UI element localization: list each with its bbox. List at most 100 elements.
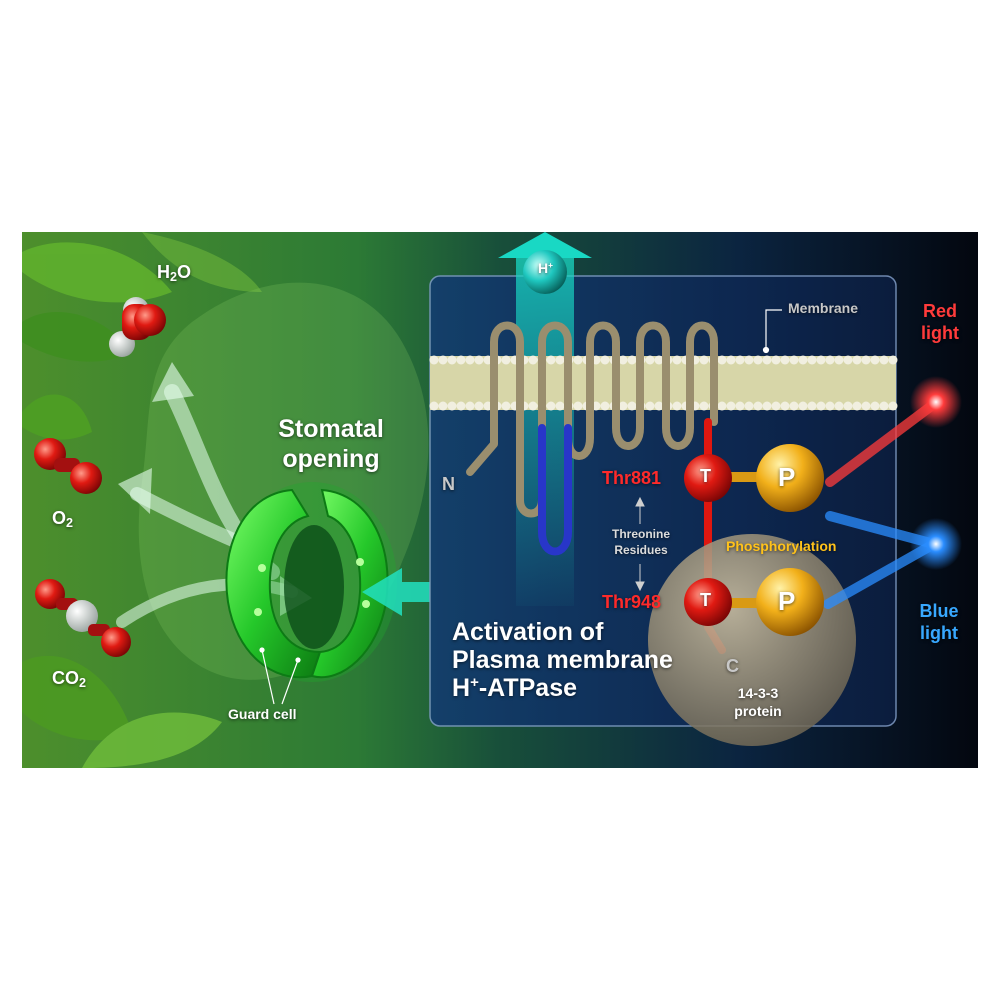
lipid-head	[618, 401, 628, 411]
red-light-source-icon	[910, 376, 962, 428]
lipid-head	[456, 401, 466, 411]
lipid-head	[699, 355, 709, 365]
lipid-head	[735, 355, 745, 365]
lipid-head	[672, 401, 682, 411]
lipid-head	[429, 355, 439, 365]
lipid-head	[429, 401, 439, 411]
lipid-head	[780, 355, 790, 365]
lipid-head	[654, 355, 664, 365]
phosphate-2-icon	[756, 568, 824, 636]
lipid-head	[726, 355, 736, 365]
diagram-artwork	[22, 232, 978, 768]
lipid-head	[852, 401, 862, 411]
lipid-head	[762, 401, 772, 411]
lipid-head	[546, 401, 556, 411]
lipid-head	[825, 401, 835, 411]
atpase-blue-loop	[538, 424, 572, 556]
lipid-head	[501, 355, 511, 365]
diagram-stage: H2O O2 CO2 Stomatal opening Guard cell H…	[22, 232, 978, 768]
lipid-head	[447, 401, 457, 411]
lipid-head	[834, 355, 844, 365]
guard-cell-icon	[225, 482, 397, 682]
lipid-head	[645, 355, 655, 365]
leaves-decoration	[22, 232, 262, 768]
o2-label: O2	[52, 508, 74, 531]
lipid-head	[861, 355, 871, 365]
lipid-head	[861, 401, 871, 411]
lipid-head	[798, 355, 808, 365]
lipid-head	[807, 355, 817, 365]
lipid-head	[753, 401, 763, 411]
lipid-head	[438, 355, 448, 365]
co2-label: CO2	[52, 668, 87, 691]
lipid-head	[735, 401, 745, 411]
lipid-head	[771, 355, 781, 365]
proton-icon	[523, 250, 567, 294]
lipid-head	[789, 355, 799, 365]
thr948-t-label: T	[700, 590, 711, 610]
threonine-residues-label: Threonine Residues	[611, 527, 670, 557]
lipid-head	[717, 401, 727, 411]
phosphorylation-label: Phosphorylation	[726, 538, 837, 554]
thr948-label: Thr948	[602, 592, 662, 612]
lipid-head	[438, 401, 448, 411]
phosphate-1-p-label: P	[778, 462, 796, 492]
lipid-head	[753, 355, 763, 365]
lipid-head	[501, 401, 511, 411]
thr881-residue-icon	[684, 454, 732, 502]
stomatal-opening-title: Stomatal opening	[278, 415, 384, 473]
lipid-head	[672, 355, 682, 365]
lipid-head	[546, 355, 556, 365]
lipid-head	[699, 401, 709, 411]
lipid-head	[825, 355, 835, 365]
lipid-head	[627, 355, 637, 365]
thr881-label: Thr881	[602, 468, 662, 488]
lipid-head	[528, 355, 538, 365]
lipid-head	[474, 401, 484, 411]
proton-label: H+	[538, 259, 554, 276]
lipid-head	[726, 401, 736, 411]
lipid-head	[627, 401, 637, 411]
lipid-head	[888, 401, 898, 411]
h2o-label: H2O	[157, 262, 192, 285]
lipid-head	[600, 401, 610, 411]
lipid-head	[879, 401, 889, 411]
thr948-residue-icon	[684, 578, 732, 626]
lipid-head	[744, 401, 754, 411]
lipid-head	[879, 355, 889, 365]
lipid-head	[744, 355, 754, 365]
lipid-head	[834, 401, 844, 411]
thr881-t-label: T	[700, 466, 711, 486]
guard-cell-label: Guard cell	[228, 706, 297, 722]
red-light-label: Red light	[921, 301, 959, 343]
lipid-head	[870, 355, 880, 365]
c-terminus-label: C	[726, 656, 739, 676]
lipid-head	[870, 401, 880, 411]
lipid-head	[465, 401, 475, 411]
lipid-head	[600, 355, 610, 365]
lipid-head	[573, 355, 583, 365]
lipid-head	[456, 355, 466, 365]
lipid-head	[717, 355, 727, 365]
phosphate-bonds	[722, 472, 766, 608]
lipid-head	[780, 401, 790, 411]
lipid-head	[816, 355, 826, 365]
blue-light-source-icon	[910, 518, 962, 570]
blue-light-label: Blue light	[919, 601, 959, 643]
co2-molecule-icon	[35, 579, 131, 657]
atpase-chain	[466, 321, 718, 518]
threonine-arrows	[635, 496, 645, 592]
lipid-head	[474, 355, 484, 365]
lipid-head	[573, 401, 583, 411]
membrane-pointer	[762, 309, 782, 354]
lipid-head	[654, 401, 664, 411]
protein-14-3-3-label: 14-3-3 protein	[734, 685, 782, 719]
lipid-head	[888, 355, 898, 365]
lipid-head	[852, 355, 862, 365]
lipid-head	[645, 401, 655, 411]
lipid-head	[465, 355, 475, 365]
guard-cell-pointer	[259, 647, 301, 705]
membrane-label: Membrane	[788, 300, 859, 316]
lipid-head	[555, 401, 565, 411]
activation-title: Activation of Plasma membrane H+-ATPase	[452, 618, 673, 702]
